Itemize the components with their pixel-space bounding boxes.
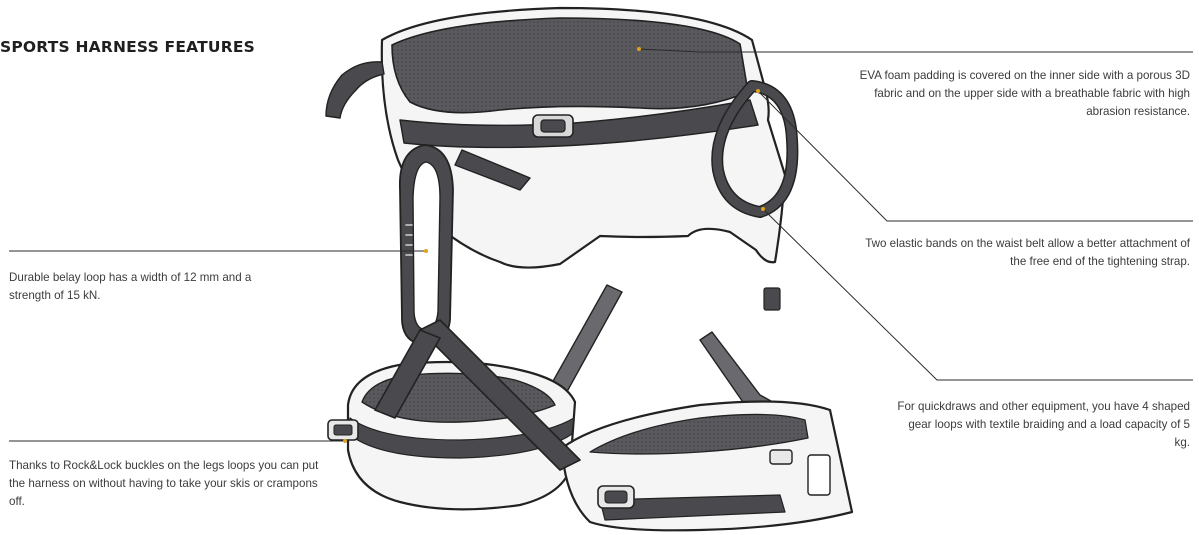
marker-buckles	[343, 439, 347, 443]
marker-belay-loop	[424, 249, 428, 253]
leader-lines	[9, 48, 1193, 442]
leader-elastic-bands	[757, 90, 1193, 222]
callout-padding: EVA foam padding is covered on the inner…	[859, 69, 1190, 118]
callout-belay-loop: Durable belay loop has a width of 12 mm …	[9, 271, 252, 302]
callout-gear-loops: For quickdraws and other equipment, you …	[897, 400, 1190, 449]
marker-gear-loops	[761, 207, 765, 211]
leader-padding	[638, 48, 1193, 53]
page-title: SPORTS HARNESS FEATURES	[0, 38, 255, 56]
marker-padding	[637, 47, 641, 51]
callout-buckles: Thanks to Rock&Lock buckles on the legs …	[9, 459, 319, 508]
marker-elastic-bands	[756, 89, 760, 93]
leader-gear-loops	[762, 208, 1193, 381]
harness-illustration	[325, 6, 854, 532]
feature-markers	[343, 47, 765, 443]
callout-elastic-bands: Two elastic bands on the waist belt allo…	[865, 237, 1190, 268]
